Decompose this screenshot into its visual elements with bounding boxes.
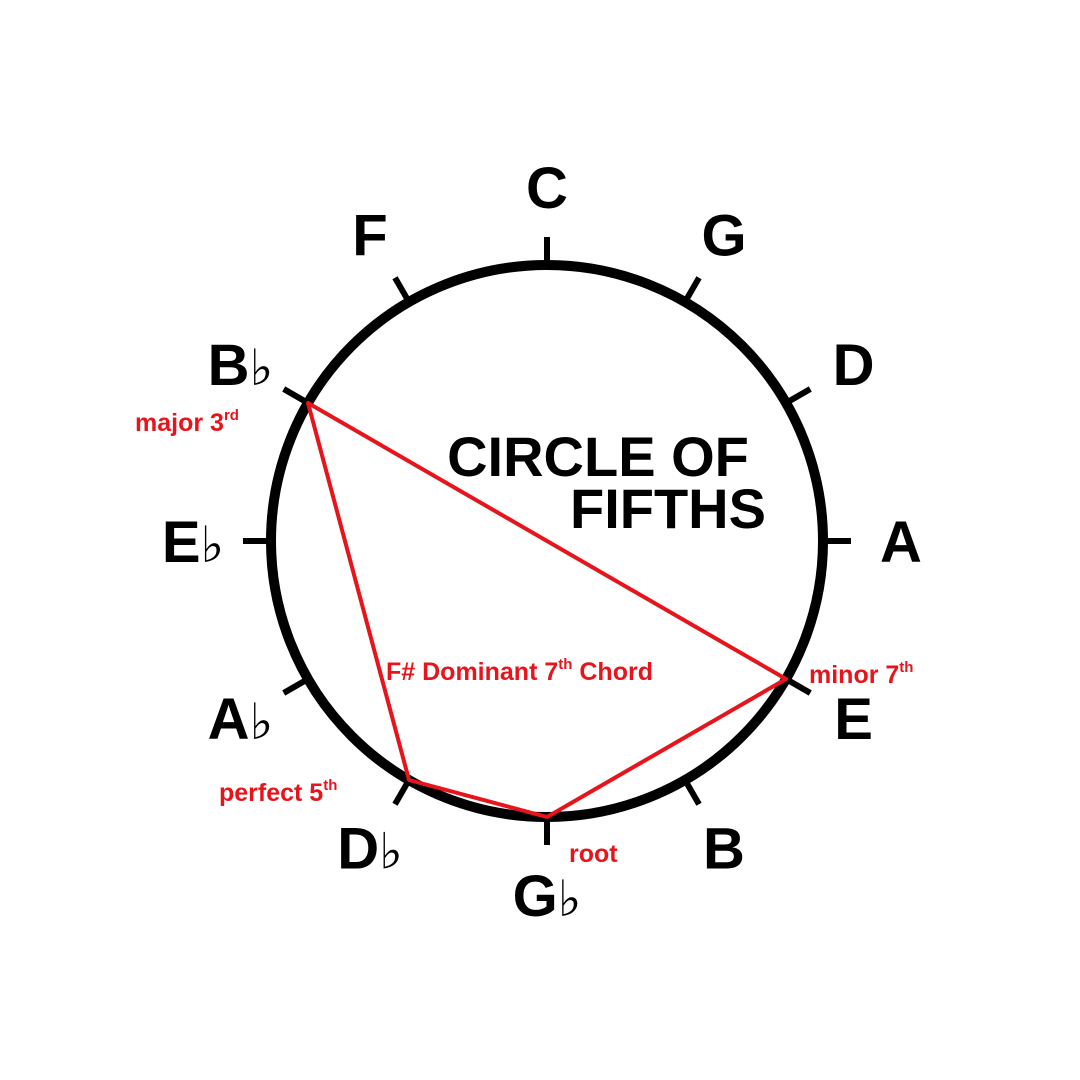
tick-mark [282, 386, 310, 406]
note-label-f: F [352, 203, 387, 268]
note-label-g-flat: G♭ [513, 864, 582, 929]
note-label-c: C [526, 156, 568, 221]
tick-mark [682, 276, 702, 304]
note-label-e-flat: E♭ [162, 510, 224, 575]
flat-symbol: ♭ [379, 823, 403, 881]
flat-symbol: ♭ [250, 693, 274, 751]
note-letter: B [703, 817, 745, 882]
note-letter: A [208, 687, 250, 752]
tick-mark [282, 676, 310, 696]
note-label-d-flat: D♭ [337, 817, 402, 882]
note-label-d: D [833, 333, 875, 398]
chord-label-text: F# Dominant 7 [386, 658, 558, 686]
note-letter: E [162, 510, 201, 575]
note-label-g: G [701, 203, 746, 268]
note-letter: D [833, 333, 875, 398]
tick-mark [392, 778, 412, 806]
chord-tone-text: major 3 [135, 409, 224, 437]
chord-tone-superscript: th [899, 659, 913, 676]
title-line-1: CIRCLE OF [447, 425, 749, 488]
chord-shape [306, 401, 788, 819]
tick-mark [784, 386, 812, 406]
tick-mark [392, 276, 412, 304]
tick-mark [682, 778, 702, 806]
chord-tone-minor-7th: minor 7th [809, 659, 913, 689]
flat-symbol: ♭ [201, 516, 225, 574]
chord-tone-major-3rd: major 3rd [135, 407, 239, 437]
note-letter: C [526, 156, 568, 221]
note-letter: D [337, 817, 379, 882]
note-label-b-flat: B♭ [208, 333, 273, 398]
chord-tone-text: root [569, 840, 618, 868]
chord-tone-text: perfect 5 [219, 779, 323, 807]
note-label-b: B [703, 817, 745, 882]
tick-marks [243, 237, 851, 845]
note-label-a-flat: A♭ [208, 687, 273, 752]
chord-label-superscript: th [558, 656, 572, 673]
title-line-2: FIFTHS [570, 477, 766, 540]
flat-symbol: ♭ [558, 870, 582, 928]
chord-tone-root: root [569, 840, 618, 868]
note-label-a: A [880, 510, 922, 575]
chord-tone-superscript: rd [224, 407, 239, 424]
note-letter: G [513, 864, 558, 929]
note-letter: E [834, 687, 873, 752]
tick-mark [784, 676, 812, 696]
chord-tone-superscript: th [323, 777, 337, 794]
chord-label-suffix: Chord [572, 658, 653, 686]
note-label-e: E [834, 687, 873, 752]
chord-label: F# Dominant 7th Chord [386, 656, 653, 686]
note-letter: G [701, 203, 746, 268]
flat-symbol: ♭ [250, 339, 274, 397]
note-letter: A [880, 510, 922, 575]
note-letter: F [352, 203, 387, 268]
chord-tone-text: minor 7 [809, 661, 899, 689]
chord-tone-perfect-5th: perfect 5th [219, 777, 337, 807]
note-letter: B [208, 333, 250, 398]
